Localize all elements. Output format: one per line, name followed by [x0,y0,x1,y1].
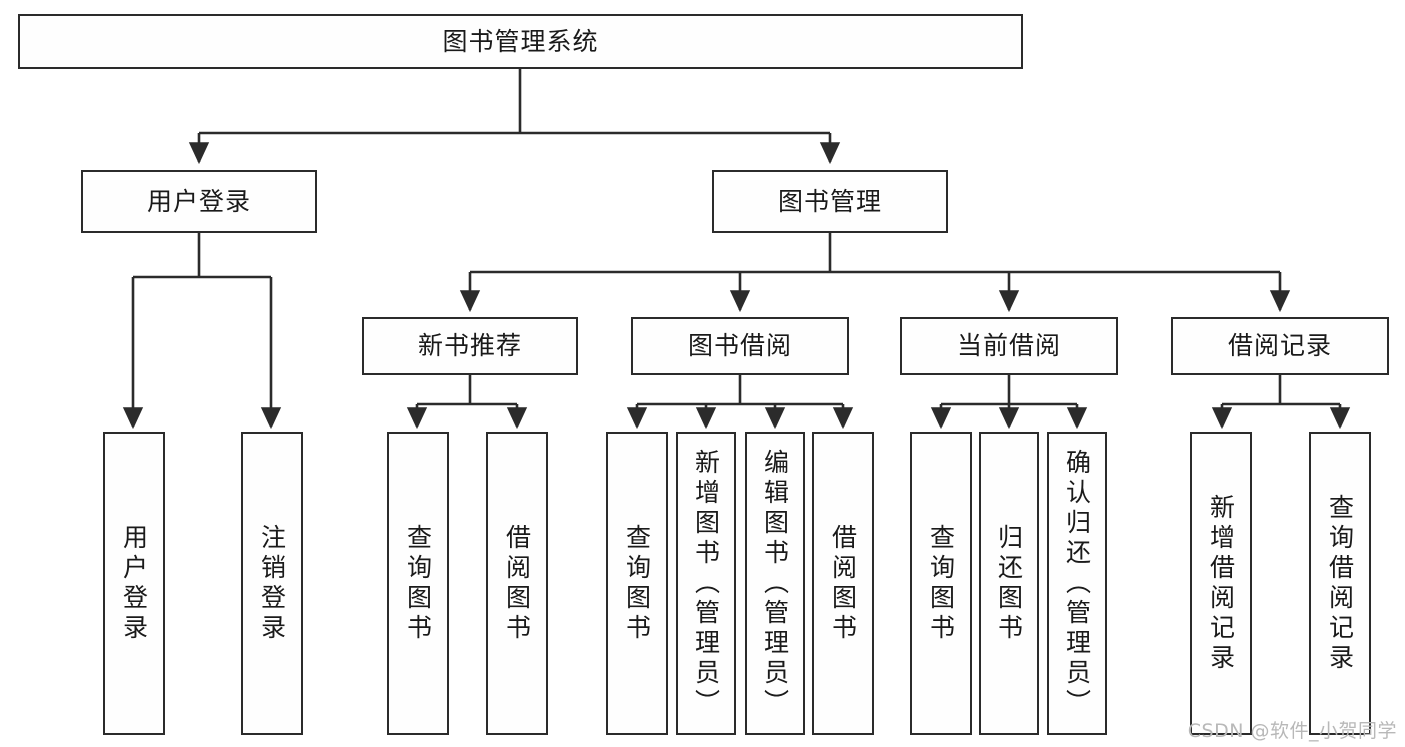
node-label: 查询图书 [403,523,433,644]
node-label: 新书推荐 [417,331,522,361]
node-label: 用户登录 [119,523,149,644]
csdn-watermark: CSDN @软件_小贺同学 [1187,720,1397,742]
node-label: 查询图书 [926,523,956,644]
leaf-book-borrow-borrow-book[interactable]: 借阅图书 [812,432,874,735]
leaf-current-borrow-return-book[interactable]: 归还图书 [979,432,1039,735]
node-new-book-recommendation[interactable]: 新书推荐 [362,317,578,375]
leaf-user-login-login[interactable]: 用户登录 [103,432,165,735]
node-book-management[interactable]: 图书管理 [712,170,948,233]
leaf-new-book-borrow-book[interactable]: 借阅图书 [486,432,548,735]
leaf-user-login-logout[interactable]: 注销登录 [241,432,303,735]
leaf-new-book-query-book[interactable]: 查询图书 [387,432,449,735]
leaf-current-borrow-query-book[interactable]: 查询图书 [910,432,972,735]
node-label: 新增图书（管理员） [691,448,721,719]
node-borrow-records[interactable]: 借阅记录 [1171,317,1389,375]
leaf-borrow-record-add-record[interactable]: 新增借阅记录 [1190,432,1252,735]
node-label: 查询图书 [622,523,652,644]
node-label: 当前借阅 [956,331,1061,361]
node-label: 归还图书 [994,523,1024,644]
node-root-book-management-system[interactable]: 图书管理系统 [18,14,1023,69]
leaf-borrow-record-query-record[interactable]: 查询借阅记录 [1309,432,1371,735]
node-label: 图书管理系统 [442,26,599,56]
node-label: 确认归还（管理员） [1062,448,1092,719]
node-label: 注销登录 [257,523,287,644]
node-label: 用户登录 [146,186,251,216]
node-label: 新增借阅记录 [1206,493,1236,674]
node-label: 借阅记录 [1227,331,1332,361]
node-user-login[interactable]: 用户登录 [81,170,317,233]
node-label: 查询借阅记录 [1325,493,1355,674]
leaf-book-borrow-query-book[interactable]: 查询图书 [606,432,668,735]
leaf-book-borrow-edit-book-admin[interactable]: 编辑图书（管理员） [745,432,805,735]
node-label: 图书管理 [777,186,882,216]
node-label: 借阅图书 [502,523,532,644]
node-label: 借阅图书 [828,523,858,644]
node-label: 编辑图书（管理员） [760,448,790,719]
node-book-borrowing[interactable]: 图书借阅 [631,317,849,375]
node-label: 图书借阅 [687,331,792,361]
leaf-current-borrow-confirm-return-admin[interactable]: 确认归还（管理员） [1047,432,1107,735]
node-current-borrowing[interactable]: 当前借阅 [900,317,1118,375]
leaf-book-borrow-add-book-admin[interactable]: 新增图书（管理员） [676,432,736,735]
